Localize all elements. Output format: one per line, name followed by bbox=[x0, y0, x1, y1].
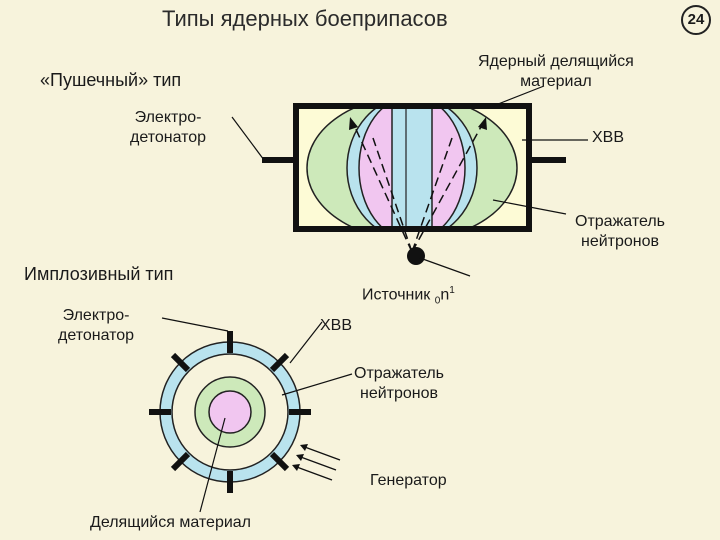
generator-label: Генератор bbox=[370, 472, 447, 489]
implosion-reflector-label: Отражатель нейтронов bbox=[354, 365, 445, 402]
neutron-rays bbox=[353, 124, 483, 253]
neutron-source-label: Источник 0n1 bbox=[362, 285, 455, 307]
gun-type-heading: «Пушечный» тип bbox=[40, 70, 182, 90]
neutron-source-dot bbox=[407, 247, 425, 265]
implosion-detonator-label: Электро- детонатор bbox=[58, 307, 135, 344]
implosion-hvv-label: ХВВ bbox=[320, 317, 353, 334]
gun-fissile-label: Ядерный делящийся материал bbox=[478, 53, 634, 90]
gun-reflector-label: Отражатель нейтронов bbox=[575, 213, 666, 250]
implosion-type-heading: Имплозивный тип bbox=[24, 264, 174, 284]
gun-casing-frame bbox=[293, 103, 532, 232]
implosion-detonators bbox=[149, 331, 311, 493]
generator-arrows bbox=[293, 445, 341, 481]
gun-detonator-label: Электро- детонатор bbox=[130, 109, 207, 146]
gun-type-assembly bbox=[262, 103, 566, 265]
slide-number: 24 bbox=[681, 5, 711, 35]
implosion-fissile-core bbox=[208, 390, 252, 434]
gun-core-bar bbox=[391, 106, 433, 229]
implosion-assembly bbox=[149, 331, 341, 493]
leader-lines bbox=[161, 85, 588, 513]
gun-hvv-label: ХВВ bbox=[592, 129, 625, 146]
page-title: Типы ядерных боеприпасов bbox=[162, 6, 448, 31]
implosion-fissile-label: Делящийся материал bbox=[90, 514, 252, 531]
